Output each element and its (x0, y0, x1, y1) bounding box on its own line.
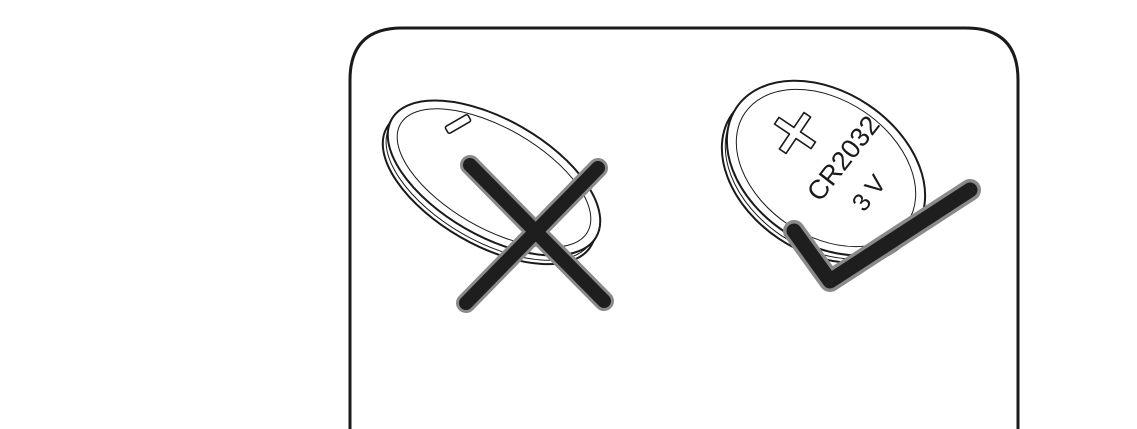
correct-battery-group: CR2032 3 V (689, 45, 970, 299)
incorrect-battery-group (358, 69, 625, 303)
